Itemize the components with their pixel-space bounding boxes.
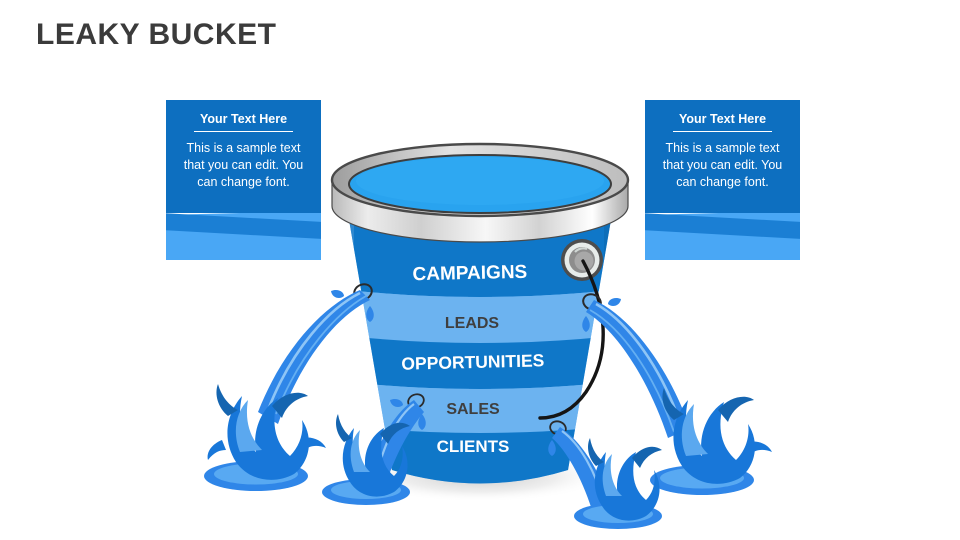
band-opportunities xyxy=(348,334,612,389)
band-label-sales: SALES xyxy=(446,401,500,418)
callout-left-ribbon xyxy=(166,205,321,260)
band-label-campaigns: CAMPAIGNS xyxy=(412,262,527,285)
callout-left-heading: Your Text Here xyxy=(193,111,294,132)
chevron-leads xyxy=(463,336,497,355)
band-label-clients: CLIENTS xyxy=(437,437,510,456)
bucket-rim xyxy=(330,142,630,243)
splash-lower-right xyxy=(574,438,662,529)
callout-right-body: Your Text Here This is a sample text tha… xyxy=(645,100,800,205)
band-sales xyxy=(348,380,612,433)
droplet xyxy=(582,316,590,332)
band-campaigns xyxy=(348,214,612,297)
splash-upper-left xyxy=(204,384,326,491)
droplet xyxy=(390,398,403,408)
chevron-campaigns xyxy=(462,290,498,310)
leak-hole-upper-right xyxy=(582,293,602,311)
bucket-body xyxy=(348,214,612,484)
water-stream-upper-right xyxy=(586,300,690,438)
leak-lower-left xyxy=(322,393,426,505)
splash-upper-right xyxy=(650,388,772,495)
callout-right[interactable]: Your Text Here This is a sample text tha… xyxy=(645,100,800,260)
leak-hole-upper-left xyxy=(353,283,373,301)
bucket-shadow xyxy=(352,450,608,502)
ribbon-fold xyxy=(645,205,800,213)
band-label-opportunities: OPPORTUNITIES xyxy=(401,350,544,373)
callout-left[interactable]: Your Text Here This is a sample text tha… xyxy=(166,100,321,260)
callout-right-text: This is a sample text that you can edit.… xyxy=(662,141,783,189)
callout-right-heading: Your Text Here xyxy=(672,111,773,132)
band-leads xyxy=(348,288,612,343)
band-clients xyxy=(348,424,612,484)
chevron-sales xyxy=(463,426,497,444)
water-stream-lower-left xyxy=(368,400,424,484)
callout-left-text: This is a sample text that you can edit.… xyxy=(183,141,304,189)
droplet xyxy=(331,289,344,299)
droplet xyxy=(608,297,621,307)
callout-left-body: Your Text Here This is a sample text tha… xyxy=(166,100,321,205)
leak-lower-right xyxy=(548,420,662,529)
band-label-leads: LEADS xyxy=(445,315,500,332)
leak-hole-lower-left xyxy=(407,393,425,409)
water-stream-lower-right xyxy=(552,427,610,510)
bucket-handle xyxy=(538,259,605,420)
chevron-opportunities xyxy=(463,382,497,401)
droplet xyxy=(366,306,374,322)
water-stream-upper-left xyxy=(258,290,370,424)
droplet xyxy=(418,414,426,430)
page-title: LEAKY BUCKET xyxy=(36,18,277,51)
water-surface xyxy=(348,154,612,214)
leak-upper-left xyxy=(204,283,374,491)
splash-lower-left xyxy=(322,414,410,505)
ribbon-fold xyxy=(166,205,321,213)
droplet xyxy=(548,440,556,456)
handle-grommet xyxy=(561,239,603,281)
callout-right-ribbon xyxy=(645,205,800,260)
leak-hole-lower-right xyxy=(549,420,567,436)
leak-upper-right xyxy=(582,293,772,495)
